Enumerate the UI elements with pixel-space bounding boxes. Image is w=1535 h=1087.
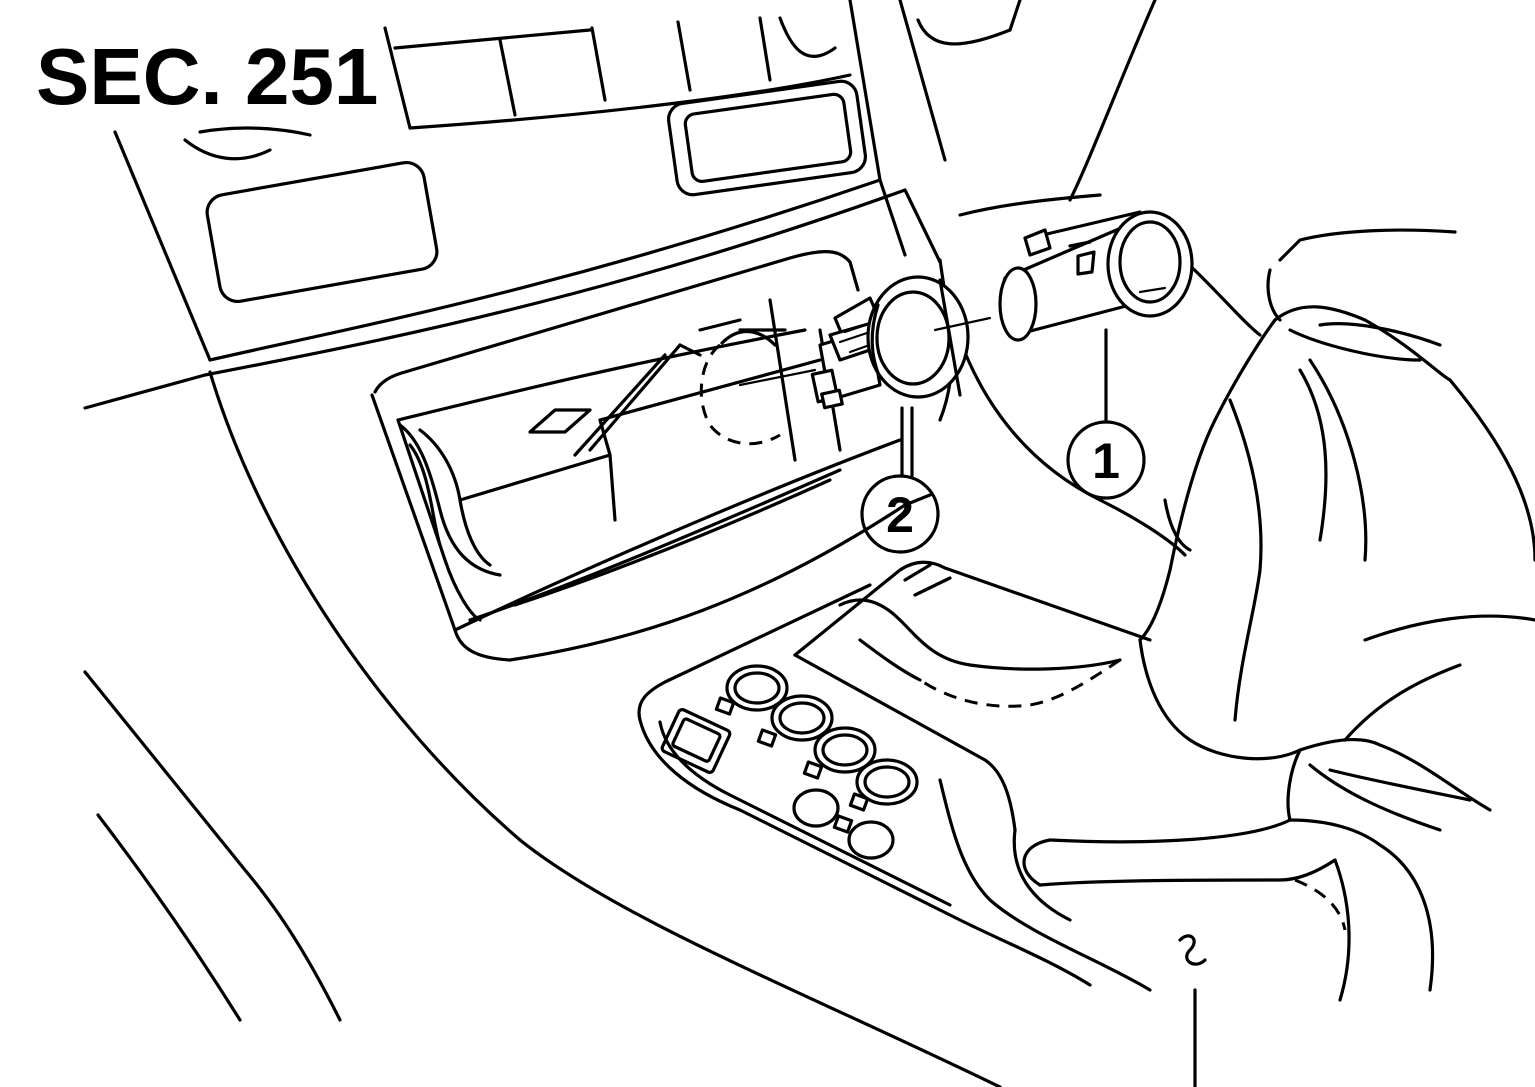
cigarette-lighter-part-1 [998,210,1194,342]
hazard-switch-recess [666,79,868,197]
callout-1-number: 1 [1092,433,1120,489]
shift-boot-stitch-line [919,658,1121,708]
shift-gate-plate [793,560,1152,832]
callout-1: 1 [1066,328,1146,500]
center-console-body [83,178,1102,1087]
socket-position-hidden-outline [699,343,781,446]
shift-boot [1022,305,1535,1087]
left-panel-button [205,160,439,304]
lower-switch-panel [637,583,1152,992]
lower-left-trim [83,228,1457,1022]
shift-boot-stitch-line-2 [1294,878,1347,931]
section-label: SEC. 251 [36,32,378,121]
callout-2-number: 2 [886,487,914,543]
socket-bracket [720,329,777,347]
callout-2: 2 [860,406,940,554]
dashboard-upper-panel [113,0,1157,362]
lighter-socket-part-2 [738,275,992,410]
